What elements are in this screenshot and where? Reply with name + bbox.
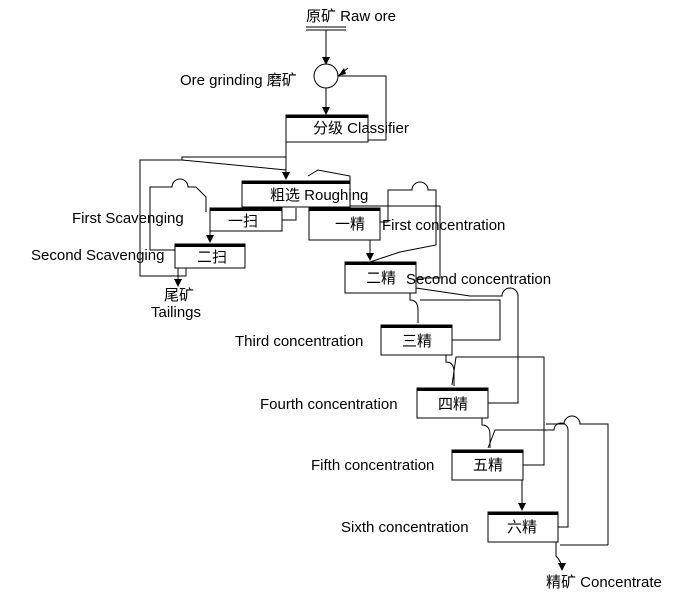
first-scavenging-box-label: 一扫 (228, 213, 258, 230)
sixth-concentration-box-label: 六精 (507, 519, 537, 536)
first-concentration-box-label: 一精 (335, 216, 365, 233)
first-scavenging-bar (210, 208, 282, 211)
second-scavenging-box-label: 二扫 (197, 249, 227, 266)
fifth-concentration-bar (452, 450, 523, 453)
concentrate-line (555, 542, 566, 571)
second-concentration-bar (345, 262, 416, 265)
scav2-middlings-line (139, 159, 287, 277)
classifier-label: 分级 Classifier (313, 120, 409, 137)
fifth-concentration-label: Fifth concentration (311, 457, 434, 474)
fourth-concentration-label: Fourth concentration (260, 396, 398, 413)
second-concentration-label: Second concentration (406, 271, 551, 288)
second-scavenging-label: Second Scavenging (31, 247, 164, 264)
fifth-concentration-box (451, 449, 524, 481)
third-concentration-box (380, 324, 453, 356)
c6-overflow-loop (546, 415, 609, 545)
c1-tail-return-line (307, 169, 441, 279)
second-scavenging-box (174, 243, 246, 269)
second-scavenging-bar (175, 244, 245, 247)
c2-to-c3-line (409, 293, 419, 323)
classifier-bar (286, 115, 368, 118)
classifier-box (285, 114, 369, 143)
roughing-box (241, 180, 351, 208)
fourth-concentration-bar (417, 388, 488, 391)
ore-grinding-label: Ore grinding 磨矿 (180, 72, 297, 89)
classifier-return-arrowhead (338, 68, 346, 76)
tailings-en-label: Tailings (151, 304, 201, 321)
concentrate-label: 精矿 Concentrate (546, 574, 662, 591)
roughing-bar (242, 181, 350, 184)
roughing-label: 粗选 Roughing (270, 187, 368, 204)
c6-tail-return-line (487, 422, 569, 528)
first-concentration-label: First concentration (382, 217, 505, 234)
c4-tail-return-line (415, 287, 519, 404)
fourth-concentration-box-label: 四精 (438, 396, 468, 413)
first-concentration-box (308, 207, 381, 241)
classifier-overflow-loop (181, 156, 287, 166)
sixth-concentration-bar (488, 512, 558, 515)
fifth-concentration-box-label: 五精 (473, 457, 503, 474)
first-concentration-bar (309, 208, 380, 211)
first-scavenging-label: First Scavenging (72, 210, 184, 227)
third-concentration-bar (381, 325, 452, 328)
raw-ore-label: 原矿 Raw ore (306, 8, 396, 25)
classifier-return-line (338, 75, 387, 141)
second-concentration-box-label: 二精 (366, 270, 396, 287)
scav2-return-line (149, 178, 207, 251)
c2-tail-return-line (369, 181, 437, 263)
c3-tail-return-line (420, 299, 501, 341)
c4-to-c5-line (481, 418, 491, 448)
third-concentration-box-label: 三精 (402, 333, 432, 350)
c5-tail-return-line (451, 356, 545, 466)
third-concentration-label: Third concentration (235, 333, 363, 350)
ore-grinding-mill (313, 63, 339, 89)
tailings-cn-label: 尾矿 (164, 287, 194, 304)
sixth-concentration-label: Sixth concentration (341, 519, 469, 536)
scav1-return-line (282, 208, 297, 221)
